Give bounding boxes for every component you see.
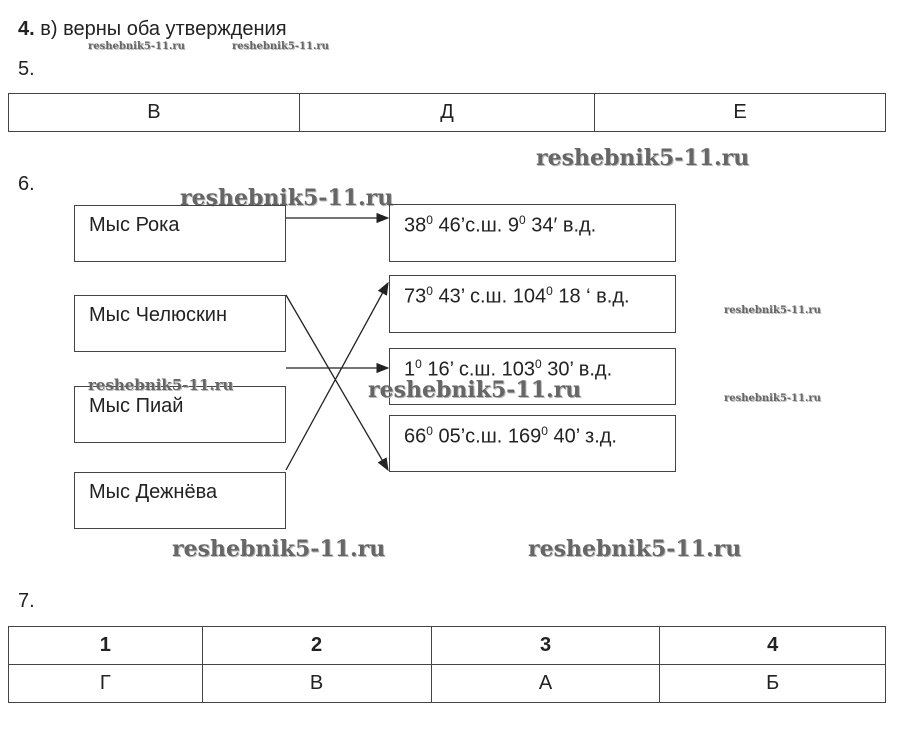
coord-text: 16’ с.ш. (421, 358, 502, 381)
watermark: reshebnik5-11.ru (180, 185, 394, 211)
coord-text: 34′ в.д. (525, 214, 597, 237)
degree-mark: 0 (426, 424, 433, 438)
coord-text: 40’ з.д. (547, 425, 617, 448)
degrees: 169 (507, 425, 542, 448)
q4-text: в) верны оба утверждения (34, 18, 287, 40)
q4-number: 4. (18, 18, 35, 40)
coord-box: 660 05’с.ш. 1690 40’ з.д. (389, 415, 676, 472)
table-header: 2 (201, 626, 432, 665)
degrees: 104 (512, 285, 547, 308)
coord-box: 730 43’ с.ш. 1040 18 ‘ в.д. (389, 275, 676, 333)
table-header: 4 (659, 626, 886, 665)
q5-number: 5. (18, 58, 35, 80)
cape-box: Мыс Дежнёва (74, 472, 286, 529)
degree-mark: 0 (541, 424, 548, 438)
q7-number: 7. (18, 590, 35, 612)
degrees: 103 (501, 358, 535, 381)
table-cell: В (8, 93, 300, 132)
watermark: reshebnik5-11.ru (536, 145, 750, 171)
arrow (285, 294, 389, 472)
degrees: 38 (404, 214, 427, 237)
watermark: reshebnik5-11.ru (88, 41, 185, 52)
cape-box: Мыс Пиай (74, 386, 286, 443)
degree-mark: 0 (519, 213, 526, 227)
degree-mark: 0 (534, 357, 542, 371)
coord-text: 30’ в.д. (541, 358, 613, 381)
table-header: 1 (8, 626, 203, 665)
cape-box: Мыс Челюскин (74, 295, 286, 352)
cape-box: Мыс Рока (74, 205, 286, 262)
degrees: 73 (404, 285, 427, 308)
arrow (285, 281, 389, 471)
degrees: 1 (404, 358, 416, 381)
degree-mark: 0 (426, 284, 433, 298)
watermark: reshebnik5-11.ru (724, 305, 821, 316)
table-cell: Б (659, 664, 886, 703)
degree-mark: 0 (546, 284, 553, 298)
watermark: reshebnik5-11.ru (528, 536, 742, 562)
watermark: reshebnik5-11.ru (172, 536, 386, 562)
coord-text: 43’ с.ш. (432, 285, 513, 308)
table-cell: Д (298, 93, 596, 132)
q6-number: 6. (18, 173, 35, 195)
table-cell: Е (594, 93, 886, 132)
watermark: reshebnik5-11.ru (232, 41, 329, 52)
coord-box: 380 46’с.ш. 90 34′ в.д. (389, 204, 676, 262)
watermark: reshebnik5-11.ru (724, 393, 821, 404)
coord-box: 10 16’ с.ш. 1030 30’ в.д. (389, 348, 676, 405)
degrees: 9 (507, 214, 520, 237)
degree-mark: 0 (426, 213, 433, 227)
coord-text: 46’с.ш. (432, 214, 508, 237)
table-cell: В (201, 664, 432, 703)
watermark: reshebnik5-11.ru (88, 376, 234, 394)
table-header: 3 (430, 626, 661, 665)
coord-text: 05’с.ш. (432, 425, 508, 448)
table-cell: А (430, 664, 661, 703)
degree-mark: 0 (415, 357, 422, 371)
table-cell: Г (8, 664, 203, 703)
watermark: reshebnik5-11.ru (368, 377, 582, 403)
degrees: 66 (404, 425, 427, 448)
coord-text: 18 ‘ в.д. (552, 285, 630, 308)
answer-4: 4. в) верны оба утверждения (18, 18, 287, 41)
answer-table-5: В Д Е (8, 93, 886, 132)
